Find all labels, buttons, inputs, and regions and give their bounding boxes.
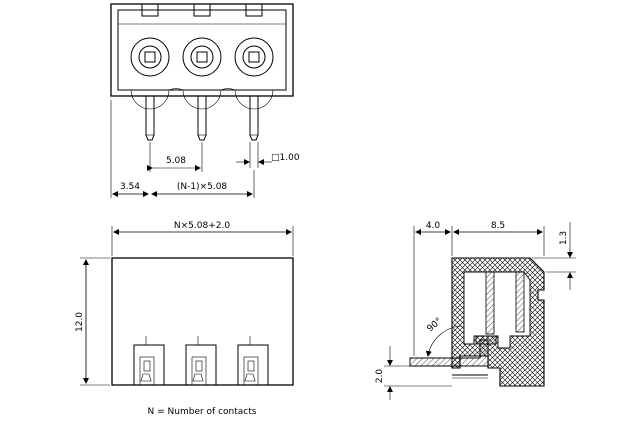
front-view: N×5.08+2.0 12.0 N = Number of contacts — [75, 221, 294, 417]
dim-bottom-row: 3.54 (N-1)×5.08 — [110, 100, 255, 198]
side-view: 4.0 8.5 1.3 90° 2.0 — [375, 221, 576, 400]
dim-pin-height: 2.0 — [375, 346, 452, 400]
housing-cavity — [463, 271, 531, 349]
dim-pitch: 5.08 — [147, 142, 203, 172]
side-step-label: 1.3 — [559, 231, 569, 245]
pin-square-label: □1.00 — [271, 153, 300, 163]
top-housing-outline — [110, 3, 294, 97]
screw-socket-1 — [130, 37, 170, 77]
front-housing-outline — [111, 257, 294, 386]
dim-pin-square: □1.00 — [236, 142, 300, 168]
front-width-label: N×5.08+2.0 — [174, 221, 230, 231]
dim-front-width: N×5.08+2.0 — [111, 221, 294, 256]
screw-socket-2 — [182, 37, 222, 77]
top-latch-tabs — [118, 3, 286, 25]
front-contact-2 — [185, 336, 217, 386]
pin-height-label: 2.0 — [375, 369, 385, 384]
top-pins — [145, 96, 259, 141]
contacts-note: N = Number of contacts — [148, 407, 257, 417]
front-height-label: 12.0 — [75, 312, 85, 332]
side-offset-label: 4.0 — [426, 221, 441, 231]
screw-socket-3 — [234, 37, 274, 77]
front-contact-1 — [133, 336, 165, 386]
top-view: 5.08 □1.00 3.54 (N-1)×5.08 — [110, 3, 300, 198]
edge-offset-label: 3.54 — [120, 182, 140, 192]
pitch-label: 5.08 — [166, 156, 186, 166]
top-housing-inner — [117, 9, 287, 91]
front-contact-3 — [237, 336, 269, 386]
span-label: (N-1)×5.08 — [177, 182, 228, 192]
socket-arches — [118, 88, 286, 110]
dim-side-step: 1.3 — [532, 222, 576, 290]
dim-front-height: 12.0 — [75, 257, 110, 386]
side-depth-label: 8.5 — [491, 221, 505, 231]
angle-label: 90° — [426, 316, 445, 334]
dim-side-top: 4.0 8.5 — [413, 221, 545, 356]
